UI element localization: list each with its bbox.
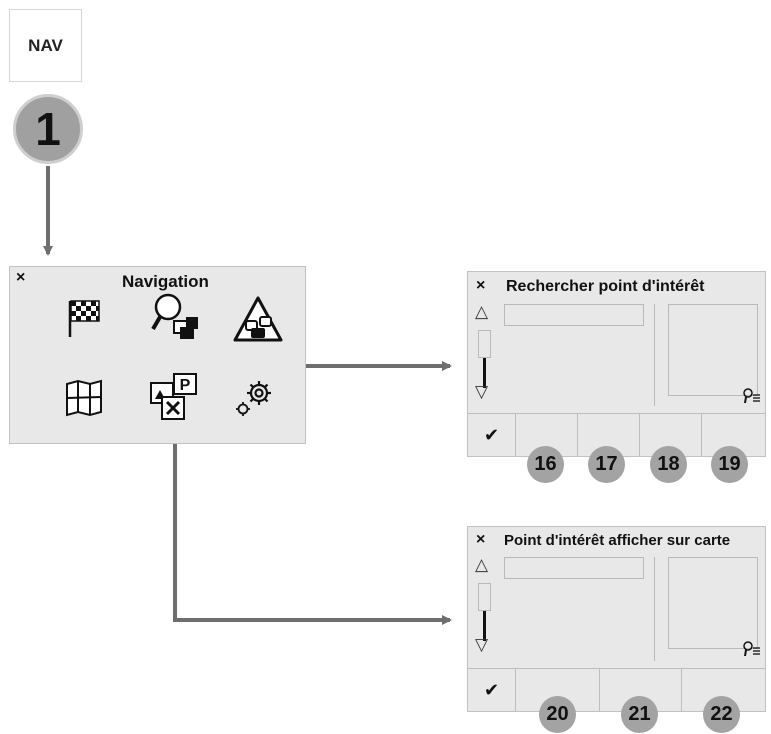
show-screen-button-bar: ✔ <box>468 668 765 711</box>
scroll-thumb[interactable] <box>478 583 491 611</box>
check-icon: ✔ <box>483 424 500 445</box>
callout-17-label: 17 <box>595 453 618 475</box>
search-input[interactable] <box>504 557 644 579</box>
svg-text:P: P <box>180 377 191 394</box>
scroll-down-icon[interactable]: ▽ <box>475 635 489 654</box>
poi-categories-icon[interactable]: P <box>148 371 200 423</box>
traffic-icon[interactable] <box>232 295 284 343</box>
menu-close-button[interactable]: × <box>16 269 26 286</box>
confirm-button[interactable]: ✔ <box>468 414 516 456</box>
map-icon[interactable] <box>64 379 104 417</box>
poi-show-on-map-screen: × Point d'intérêt afficher sur carte △ ▽… <box>467 526 766 712</box>
poi-search-icon[interactable] <box>150 291 202 343</box>
search-screen-title: Rechercher point d'intérêt <box>506 278 705 295</box>
content-divider <box>654 304 655 406</box>
soft-button-21[interactable] <box>600 669 682 711</box>
soft-button-17[interactable] <box>578 414 640 456</box>
confirm-button[interactable]: ✔ <box>468 669 516 711</box>
map-pin-list-icon[interactable] <box>743 641 761 657</box>
nav-button-label: NAV <box>28 35 63 55</box>
callout-22-label: 22 <box>710 703 733 725</box>
search-screen-button-bar: ✔ <box>468 413 765 456</box>
scroll-up-icon[interactable]: △ <box>475 302 489 321</box>
callout-22: 22 <box>703 696 740 733</box>
show-screen-title: Point d'intérêt afficher sur carte <box>504 532 731 549</box>
callout-21-label: 21 <box>628 703 651 725</box>
scroll-thumb[interactable] <box>478 330 491 358</box>
menu-title: Navigation <box>122 272 209 291</box>
callout-16: 16 <box>527 446 564 483</box>
callout-16-label: 16 <box>534 453 557 475</box>
search-input[interactable] <box>504 304 644 326</box>
show-screen-close-button[interactable]: × <box>476 531 486 548</box>
content-divider <box>654 557 655 661</box>
callout-21: 21 <box>621 696 658 733</box>
nav-button[interactable]: NAV <box>9 9 82 82</box>
map-preview <box>668 557 758 649</box>
callout-19-label: 19 <box>718 453 741 475</box>
callout-18-label: 18 <box>657 453 680 475</box>
scroll-down-icon[interactable]: ▽ <box>475 382 489 401</box>
settings-icon[interactable] <box>234 377 276 419</box>
arrow-poi-to-screen <box>173 420 452 625</box>
callout-17: 17 <box>588 446 625 483</box>
destination-flag-icon[interactable] <box>66 297 102 339</box>
soft-button-16[interactable] <box>516 414 578 456</box>
callout-18: 18 <box>650 446 687 483</box>
map-preview <box>668 304 758 396</box>
navigation-menu: × Navigation P <box>9 266 306 444</box>
check-icon: ✔ <box>483 679 500 700</box>
scroll-track <box>483 358 486 388</box>
step-number: 1 <box>35 103 61 155</box>
callout-20: 20 <box>539 696 576 733</box>
callout-20-label: 20 <box>546 703 569 725</box>
soft-button-20[interactable] <box>516 669 600 711</box>
search-screen-close-button[interactable]: × <box>476 277 486 294</box>
map-pin-list-icon[interactable] <box>743 388 761 404</box>
soft-button-18[interactable] <box>640 414 702 456</box>
scroll-up-icon[interactable]: △ <box>475 555 489 574</box>
poi-search-screen: × Rechercher point d'intérêt △ ▽ ✔ <box>467 271 766 457</box>
callout-19: 19 <box>711 446 748 483</box>
scroll-track <box>483 611 486 641</box>
step-badge: 1 <box>13 94 83 164</box>
